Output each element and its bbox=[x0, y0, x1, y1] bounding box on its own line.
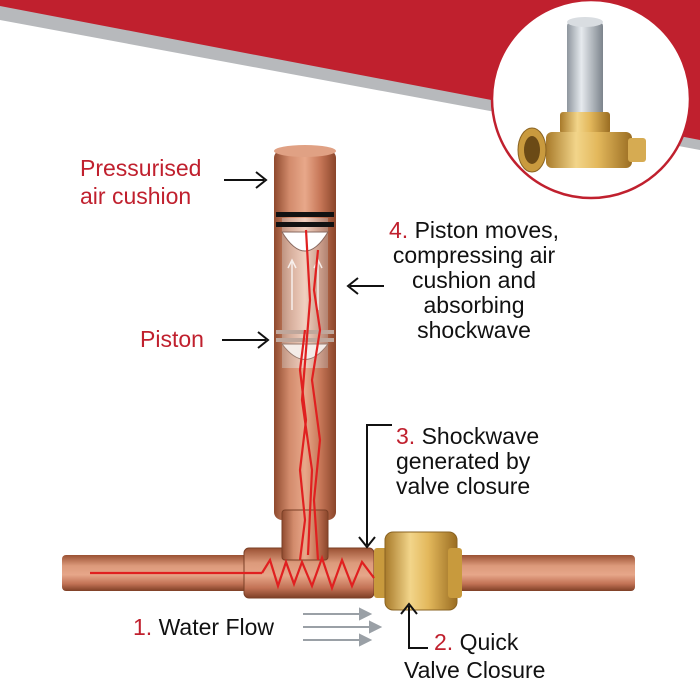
inset-photo bbox=[490, 0, 692, 200]
step3-line3: valve closure bbox=[396, 473, 531, 499]
label-step4: 4. Piston moves, compressing air cushion… bbox=[364, 218, 584, 343]
label-piston: Piston bbox=[140, 326, 204, 352]
step4-line4: absorbing bbox=[423, 292, 525, 318]
step4-line1-wrap: 4. Piston moves, bbox=[364, 218, 584, 243]
label-step2-line2: Valve Closure bbox=[404, 657, 546, 683]
brass-valve bbox=[374, 531, 462, 611]
step4-line1: Piston moves, bbox=[414, 217, 560, 243]
step3-line1: Shockwave bbox=[421, 423, 540, 449]
step3-line1-wrap: 3. Shockwave bbox=[396, 424, 576, 449]
step1-text: Water Flow bbox=[158, 614, 275, 640]
step3-number: 3. bbox=[396, 423, 416, 449]
step2-line1: Quick bbox=[459, 629, 519, 655]
label-step2-line1: 2. Quick bbox=[434, 630, 518, 655]
label-step1: 1. Water Flow bbox=[133, 615, 274, 640]
horizontal-pipe bbox=[62, 509, 635, 599]
step2-number: 2. bbox=[434, 629, 454, 655]
step3-line2: generated by bbox=[396, 448, 531, 474]
step4-line2: compressing air bbox=[392, 242, 556, 268]
shockwave bbox=[90, 229, 375, 592]
flow-arrow-icon bbox=[303, 607, 383, 647]
step4-number: 4. bbox=[388, 217, 409, 243]
step1-number: 1. bbox=[133, 614, 153, 640]
arrow-icon bbox=[222, 171, 428, 649]
label-pressurised-line1: Pressurised bbox=[80, 155, 202, 181]
label-pressurised-line2: air cushion bbox=[80, 183, 192, 209]
step4-line5: shockwave bbox=[417, 317, 531, 343]
label-step3: 3. Shockwave generated by valve closure bbox=[396, 424, 576, 499]
step4-line3: cushion and bbox=[411, 267, 537, 293]
